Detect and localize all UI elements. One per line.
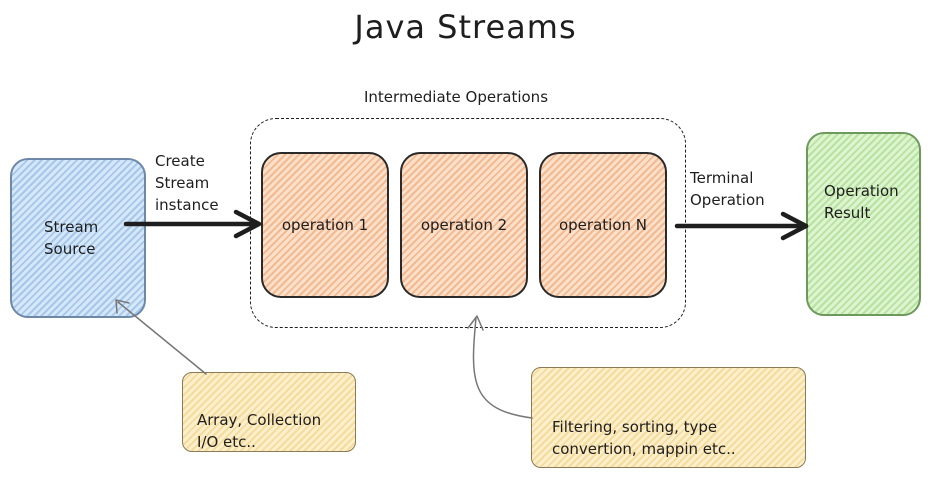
operations-examples-note-text: Filtering, sorting, type convertion, map…: [552, 418, 736, 458]
intermediate-group-label: Intermediate Operations: [364, 88, 549, 106]
operation-result-node: Operation Result: [806, 132, 921, 316]
operation-n-label: operation N: [558, 216, 647, 234]
operation-2-label: operation 2: [420, 216, 508, 234]
terminal-operation-arrow: [674, 211, 809, 241]
source-examples-note-text: Array, Collection I/O etc..: [197, 411, 322, 451]
operation-result-label: Operation Result: [824, 182, 899, 222]
operation-2-node: operation 2: [400, 152, 528, 298]
source-examples-note: Array, Collection I/O etc..: [182, 372, 356, 452]
operations-note-pointer-arrow: [467, 315, 533, 419]
operation-n-node: operation N: [539, 152, 667, 298]
stream-source-node: Stream Source: [10, 158, 146, 318]
create-stream-arrow: [123, 209, 262, 239]
terminal-operation-edge-label: Terminal Operation: [690, 169, 765, 209]
operation-1-label: operation 1: [281, 216, 369, 234]
diagram-title: Java Streams: [354, 8, 577, 46]
operations-examples-note: Filtering, sorting, type convertion, map…: [531, 367, 806, 468]
source-note-pointer-arrow: [115, 299, 207, 375]
operation-1-node: operation 1: [261, 152, 389, 298]
stream-source-label: Stream Source: [44, 218, 99, 258]
create-stream-edge-label: Create Stream instance: [155, 152, 219, 214]
